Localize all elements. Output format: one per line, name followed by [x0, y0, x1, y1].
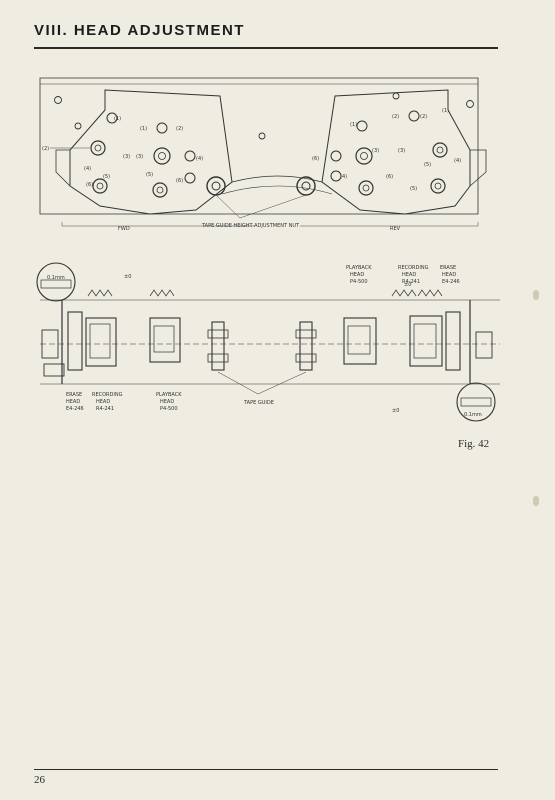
- svg-text:RECORDING: RECORDING: [92, 392, 123, 398]
- svg-text:(3): (3): [136, 154, 143, 160]
- svg-text:E4-246: E4-246: [442, 279, 460, 285]
- figure-caption: Fig. 42: [458, 438, 490, 450]
- svg-text:(2): (2): [392, 114, 399, 120]
- top-view-labels: (2) (1) (3) (4) (5) (6) (2) (1) (3) (4) …: [42, 108, 461, 192]
- recording-head-right-label: RECORDING HEAD R4-241: [398, 265, 429, 285]
- svg-text:(1): (1): [114, 116, 121, 122]
- svg-text:(5): (5): [424, 162, 431, 168]
- svg-text:(1): (1): [140, 126, 147, 132]
- svg-text:PLAYBACK: PLAYBACK: [346, 265, 372, 271]
- recording-head-left-label: RECORDING HEAD R4-241: [92, 392, 123, 412]
- svg-text:ERASE: ERASE: [440, 265, 456, 271]
- svg-text:HEAD: HEAD: [66, 399, 80, 405]
- svg-text:ERASE: ERASE: [66, 392, 82, 398]
- svg-text:R4-241: R4-241: [402, 279, 420, 285]
- gap-detail-left: [36, 262, 76, 302]
- side-view-diagram: [40, 299, 500, 385]
- label-tape-guide-height: TAPE GUIDE HEIGHT ADJUSTMENT NUT: [201, 223, 300, 229]
- svg-text:(5): (5): [146, 172, 153, 178]
- svg-text:(5): (5): [103, 174, 110, 180]
- svg-text:HEAD: HEAD: [160, 399, 174, 405]
- playback-head-right-label: PLAYBACK HEAD P4-500: [346, 265, 372, 285]
- svg-text:(2): (2): [42, 146, 49, 152]
- gap-label-right: 0.1mm: [464, 412, 482, 418]
- right-head-assembly: [343, 289, 493, 371]
- pm-label-bottom: ±0: [392, 408, 399, 414]
- svg-text:(6): (6): [386, 174, 393, 180]
- svg-text:P4-500: P4-500: [160, 406, 178, 412]
- tape-guide-label: TAPE GUIDE: [243, 400, 274, 406]
- svg-text:(6): (6): [176, 178, 183, 184]
- leader-lines: [50, 147, 479, 227]
- svg-text:(2): (2): [420, 114, 427, 120]
- header-rule: [34, 47, 498, 49]
- svg-text:E4-246: E4-246: [66, 406, 84, 412]
- svg-text:(2): (2): [176, 126, 183, 132]
- svg-text:(3): (3): [372, 148, 379, 154]
- pm-label-right: ±0: [404, 282, 411, 288]
- svg-text:(4): (4): [84, 166, 91, 172]
- tape-guides: [207, 321, 317, 395]
- erase-head-left-label: ERASE HEAD E4-246: [66, 392, 84, 412]
- footer-rule: [34, 769, 498, 770]
- svg-text:HEAD: HEAD: [96, 399, 110, 405]
- playback-head-left-label: PLAYBACK HEAD P4-500: [156, 392, 182, 412]
- erase-head-right-label: ERASE HEAD E4-246: [440, 265, 460, 285]
- left-head-assembly: [41, 289, 181, 377]
- screw-heads: [54, 92, 474, 198]
- svg-text:(5): (5): [410, 186, 417, 192]
- binder-hole-top: [533, 290, 539, 300]
- gap-label-left: 0.1mm: [47, 275, 65, 281]
- svg-text:RECORDING: RECORDING: [398, 265, 429, 271]
- gap-detail-right: [456, 382, 496, 422]
- page-number: 26: [34, 774, 45, 786]
- svg-text:HEAD: HEAD: [402, 272, 416, 278]
- svg-text:HEAD: HEAD: [350, 272, 364, 278]
- binder-hole-bottom: [533, 496, 539, 506]
- svg-text:R4-241: R4-241: [96, 406, 114, 412]
- svg-text:(4): (4): [454, 158, 461, 164]
- svg-text:PLAYBACK: PLAYBACK: [156, 392, 182, 398]
- svg-text:(4): (4): [340, 174, 347, 180]
- label-fwd: FWD: [118, 226, 130, 232]
- svg-text:(6): (6): [312, 156, 319, 162]
- pm-label-left: ±0: [124, 274, 131, 280]
- svg-text:(6): (6): [86, 182, 93, 188]
- label-rev: REV: [390, 226, 401, 232]
- svg-text:(4): (4): [196, 156, 203, 162]
- svg-text:(1): (1): [442, 108, 449, 114]
- svg-text:HEAD: HEAD: [442, 272, 456, 278]
- top-view-diagram: [39, 77, 487, 215]
- svg-text:(1): (1): [350, 122, 357, 128]
- section-title: VIII. HEAD ADJUSTMENT: [34, 22, 245, 39]
- svg-text:P4-500: P4-500: [350, 279, 368, 285]
- svg-text:(3): (3): [123, 154, 130, 160]
- svg-text:(3): (3): [398, 148, 405, 154]
